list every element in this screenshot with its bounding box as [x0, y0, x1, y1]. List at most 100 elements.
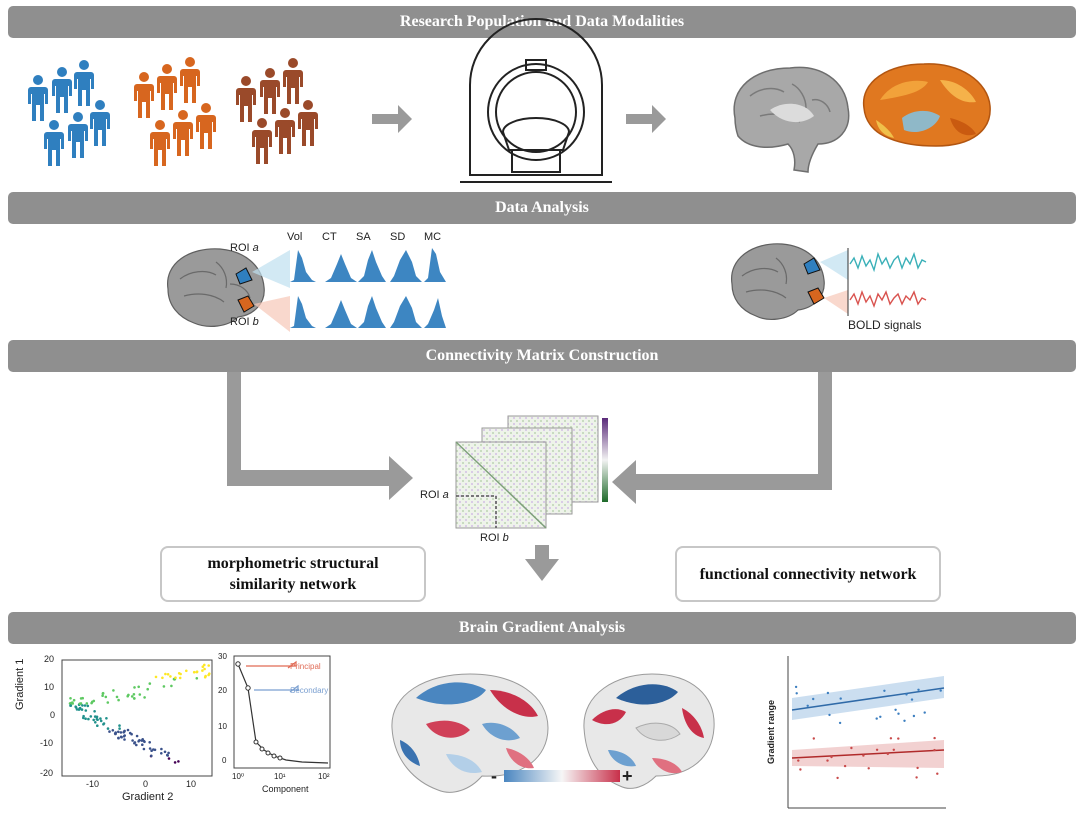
scatter-point: [81, 704, 84, 707]
range-point: [915, 776, 918, 779]
matrix-flow-arrows: [227, 372, 832, 581]
structural-network-label: morphometric structural similarity netwo…: [207, 555, 379, 593]
scatter-point: [143, 740, 146, 744]
scatter-point: [72, 698, 76, 702]
range-point: [862, 754, 865, 757]
range-plot-ylabel: Gradient range: [766, 699, 776, 764]
brain-structural-image: [733, 66, 850, 173]
roi-a-label: ROI a: [230, 242, 259, 254]
scatter-point: [84, 709, 88, 712]
scatter-point: [123, 738, 126, 741]
scatter-point: [128, 731, 132, 735]
scatter-ytick-0: 0: [50, 710, 56, 720]
scatter-point: [148, 747, 152, 750]
scree-ytick-20: 20: [218, 686, 227, 695]
range-point: [912, 714, 916, 718]
colorbar-minus: -: [491, 766, 497, 786]
scatter-point: [163, 750, 167, 754]
scatter-ylabel: Gradient 1: [14, 658, 26, 710]
scatter-point: [78, 702, 82, 705]
bold-signal-a: [849, 251, 927, 273]
scatter-point: [160, 752, 163, 755]
range-point: [812, 697, 815, 701]
scatter-ytick-20: 20: [44, 654, 55, 664]
scatter-point: [132, 693, 136, 696]
scatter-point: [111, 729, 115, 732]
range-point: [933, 736, 936, 740]
range-point: [939, 689, 942, 692]
scatter-point: [195, 677, 199, 680]
banner-matrix-construction: Connectivity Matrix Construction: [8, 340, 1076, 372]
scatter-xtick-10: 10: [186, 779, 197, 789]
gradient-brain-maps: [391, 673, 715, 793]
scatter-point: [96, 718, 99, 721]
scatter-point: [123, 734, 126, 737]
scatter-point: [170, 684, 173, 688]
scatter-ytick-m20: -20: [40, 768, 54, 778]
scatter-point: [89, 715, 93, 718]
scatter-point: [108, 730, 111, 733]
scatter-point: [101, 694, 104, 697]
scatter-point: [78, 706, 82, 710]
scatter-point: [167, 751, 170, 755]
gradient-range-plot: [787, 656, 946, 809]
range-point: [897, 737, 900, 740]
scatter-point: [123, 729, 126, 733]
scatter-point: [127, 693, 130, 697]
scatter-point: [133, 686, 136, 689]
scatter-point: [148, 682, 152, 685]
range-point: [910, 698, 914, 701]
range-point: [936, 772, 939, 775]
feature-label-sd: SD: [390, 231, 406, 243]
banner-gradient-analysis: Brain Gradient Analysis: [8, 612, 1076, 644]
scatter-point: [69, 704, 72, 707]
roi-b-label: ROI b: [230, 316, 259, 328]
scatter-point: [94, 721, 97, 724]
scatter-point: [173, 761, 177, 764]
bold-signals-caption: BOLD signals: [848, 318, 922, 332]
range-point: [806, 704, 809, 707]
scree-secondary-label: Secondary: [290, 686, 329, 695]
range-point: [812, 737, 815, 740]
scatter-point: [118, 724, 121, 727]
scatter-point: [185, 669, 188, 673]
scatter-point: [105, 717, 108, 720]
range-point: [836, 776, 839, 780]
scree-plot: [233, 655, 331, 769]
scatter-point: [93, 710, 96, 713]
scatter-point: [177, 672, 181, 675]
feature-label-vol: Vol: [287, 231, 303, 243]
scatter-point: [135, 734, 139, 738]
banner-data-analysis: Data Analysis: [8, 192, 1076, 224]
scatter-point: [112, 689, 115, 692]
range-point: [828, 713, 831, 717]
scatter-point: [92, 699, 96, 703]
range-point: [826, 691, 830, 695]
scatter-point: [138, 693, 142, 696]
scatter-point: [207, 664, 210, 667]
bold-signal-panel: [731, 243, 927, 320]
scatter-point: [118, 727, 121, 730]
scatter-point: [141, 743, 144, 746]
scatter-point: [169, 675, 172, 678]
scatter-point: [133, 741, 137, 744]
range-point: [903, 719, 906, 722]
scatter-point: [174, 676, 177, 679]
scatter-point: [86, 704, 90, 708]
range-point: [838, 721, 842, 725]
histogram-row-b: [290, 296, 446, 328]
range-point: [916, 766, 919, 770]
scatter-point: [161, 676, 164, 680]
scatter-point: [203, 675, 207, 679]
matrix-roi-b-label: ROI b: [480, 532, 509, 544]
connectivity-matrix-stack: [455, 415, 608, 529]
scree-ytick-10: 10: [218, 722, 227, 731]
scatter-point: [69, 697, 72, 700]
range-point: [850, 746, 853, 750]
scree-xtick-1: 10⁰: [232, 772, 245, 781]
arrow-right-icon-2: [626, 105, 666, 133]
scatter-point: [68, 702, 72, 705]
scatter-point: [201, 669, 204, 672]
scatter-ytick-m10: -10: [40, 738, 54, 748]
range-point: [894, 708, 897, 711]
